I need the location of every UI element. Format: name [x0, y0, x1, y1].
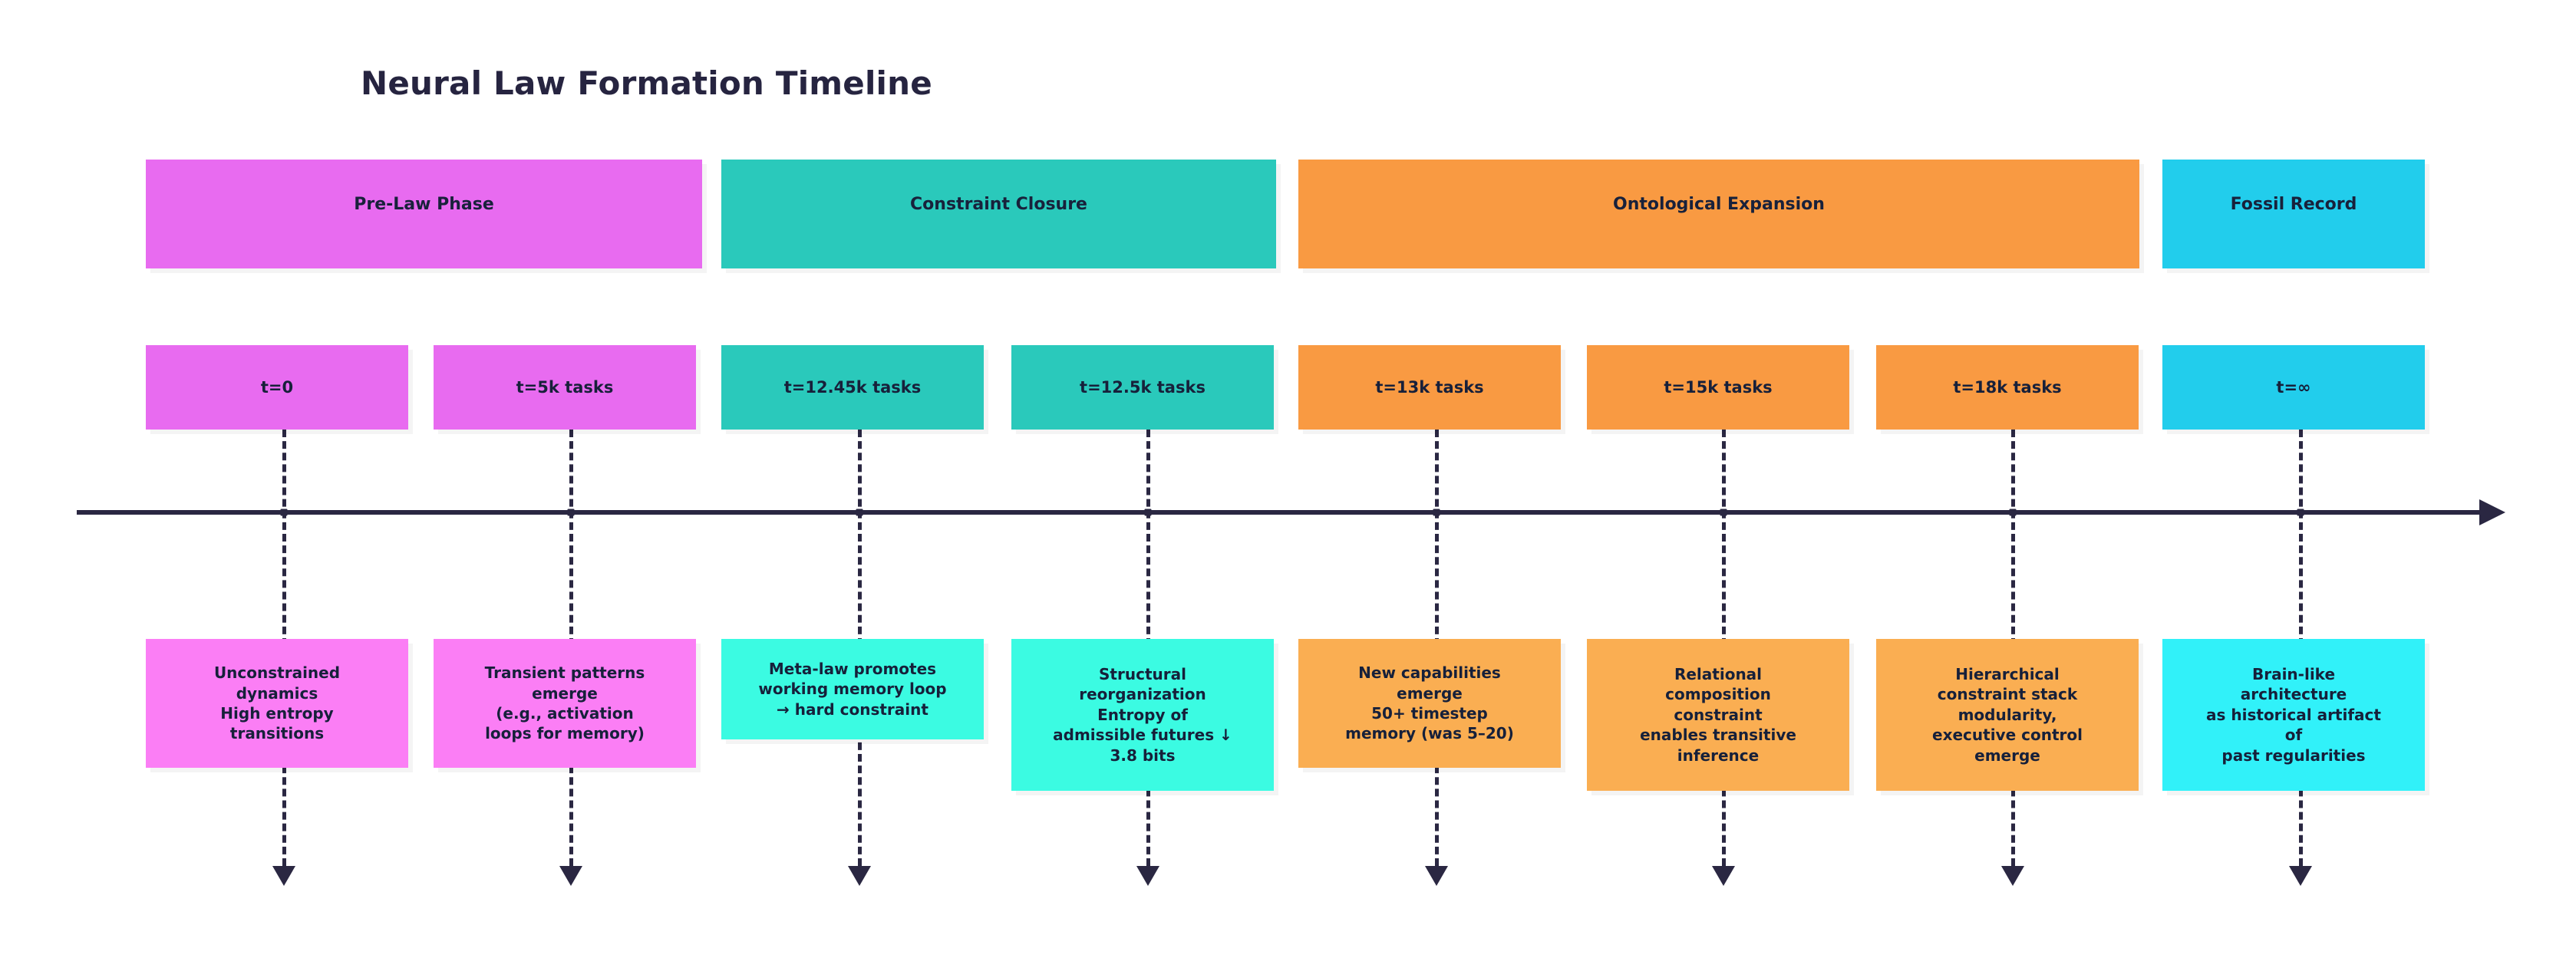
event-description-line: → hard constraint: [777, 700, 928, 719]
event-description-line: Hierarchical: [1955, 665, 2060, 684]
event-description-line: Structural: [1099, 665, 1186, 684]
event-description-line: working memory loop: [758, 680, 947, 699]
event-description-line: transitions: [229, 724, 325, 743]
event-description-line: Meta-law promotes: [768, 659, 937, 678]
page-title: Neural Law Formation Timeline: [361, 64, 932, 102]
event-description-line: constraint: [1674, 705, 1763, 724]
event-description-line: architecture: [2240, 685, 2347, 704]
axis-tick-marker: [2009, 509, 2017, 516]
time-marker-label: t=∞: [2276, 378, 2311, 397]
time-marker-box[interactable]: t=∞: [2162, 345, 2425, 430]
phase-bar-label: Ontological Expansion: [1613, 195, 1825, 214]
event-description-line: emerge: [532, 683, 598, 703]
time-marker-box[interactable]: t=12.45k tasks: [721, 345, 984, 430]
axis-tick-marker: [2297, 509, 2304, 516]
phase-bar[interactable]: Constraint Closure: [721, 160, 1276, 268]
event-description-line: Relational: [1674, 665, 1763, 684]
event-connector-arrowhead: [272, 866, 295, 886]
event-description-line: as historical artifact: [2206, 705, 2381, 724]
timeline-axis-arrowhead: [2479, 499, 2505, 525]
event-description-line: (e.g., activation: [496, 704, 634, 723]
event-description-line: Unconstrained: [213, 663, 341, 683]
event-connector-arrowhead: [559, 866, 582, 886]
event-connector-arrowhead: [2001, 866, 2024, 886]
time-marker-box[interactable]: t=18k tasks: [1876, 345, 2139, 430]
event-description-line: of: [2284, 726, 2303, 745]
phase-bar[interactable]: Ontological Expansion: [1298, 160, 2139, 268]
event-description-line: executive control: [1932, 726, 2083, 745]
event-description-box[interactable]: Meta-law promotes working memory loop→ ha…: [721, 639, 984, 739]
event-description-text: Meta-law promotes working memory loop→ ha…: [758, 659, 946, 719]
event-description-line: loops for memory): [485, 724, 645, 743]
time-marker-label: t=5k tasks: [516, 378, 614, 397]
event-description-line: reorganization: [1079, 685, 1206, 704]
time-marker-label: t=18k tasks: [1953, 378, 2062, 397]
event-description-line: inference: [1677, 746, 1760, 765]
event-description-line: 3.8 bits: [1110, 746, 1176, 765]
event-description-line: enables transitive: [1640, 726, 1796, 745]
time-marker-label: t=13k tasks: [1375, 378, 1484, 397]
axis-tick-marker: [1144, 509, 1152, 516]
time-marker-label: t=12.45k tasks: [783, 378, 922, 397]
phase-bar-label: Constraint Closure: [910, 195, 1087, 214]
time-marker-box[interactable]: t=0: [146, 345, 408, 430]
phase-bar-label: Pre-Law Phase: [354, 195, 494, 214]
event-description-line: admissible futures ↓: [1053, 726, 1232, 745]
event-description-line: Brain-like: [2251, 665, 2336, 684]
time-marker-label: t=15k tasks: [1664, 378, 1773, 397]
event-description-line: composition: [1665, 685, 1771, 704]
event-connector-arrowhead: [848, 866, 871, 886]
event-description-line: emerge: [1974, 746, 2040, 765]
event-description-line: High entropy: [220, 704, 334, 723]
time-marker-box[interactable]: t=12.5k tasks: [1011, 345, 1274, 430]
event-connector-arrowhead: [1425, 866, 1448, 886]
time-marker-box[interactable]: t=5k tasks: [434, 345, 696, 430]
axis-tick-marker: [280, 509, 288, 516]
event-connector-arrowhead: [2289, 866, 2312, 886]
event-description-line: 50+ timestep: [1371, 704, 1488, 723]
axis-tick-marker: [1433, 509, 1440, 516]
event-description-line: Entropy of: [1097, 705, 1188, 724]
phase-bar[interactable]: Fossil Record: [2162, 160, 2425, 268]
axis-tick-marker: [1720, 509, 1727, 516]
phase-bar-label: Fossil Record: [2230, 195, 2357, 214]
event-connector-arrowhead: [1136, 866, 1159, 886]
event-description-line: memory (was 5–20): [1345, 724, 1514, 743]
time-marker-label: t=0: [260, 378, 294, 397]
time-marker-label: t=12.5k tasks: [1080, 378, 1206, 397]
event-description-line: modularity,: [1958, 705, 2057, 724]
event-description-line: constraint stack: [1937, 685, 2078, 704]
event-description-line: Transient patterns: [484, 663, 645, 683]
event-description-line: past regularities: [2221, 746, 2366, 765]
axis-tick-marker: [856, 509, 863, 516]
event-connector-arrowhead: [1712, 866, 1735, 886]
time-marker-box[interactable]: t=13k tasks: [1298, 345, 1561, 430]
event-description-line: emerge: [1397, 683, 1463, 703]
time-marker-box[interactable]: t=15k tasks: [1587, 345, 1849, 430]
event-description-line: dynamics: [236, 683, 318, 703]
axis-tick-marker: [567, 509, 575, 516]
timeline-axis: [77, 510, 2482, 515]
event-description-line: New capabilities: [1358, 663, 1501, 683]
phase-bar[interactable]: Pre-Law Phase: [146, 160, 702, 268]
